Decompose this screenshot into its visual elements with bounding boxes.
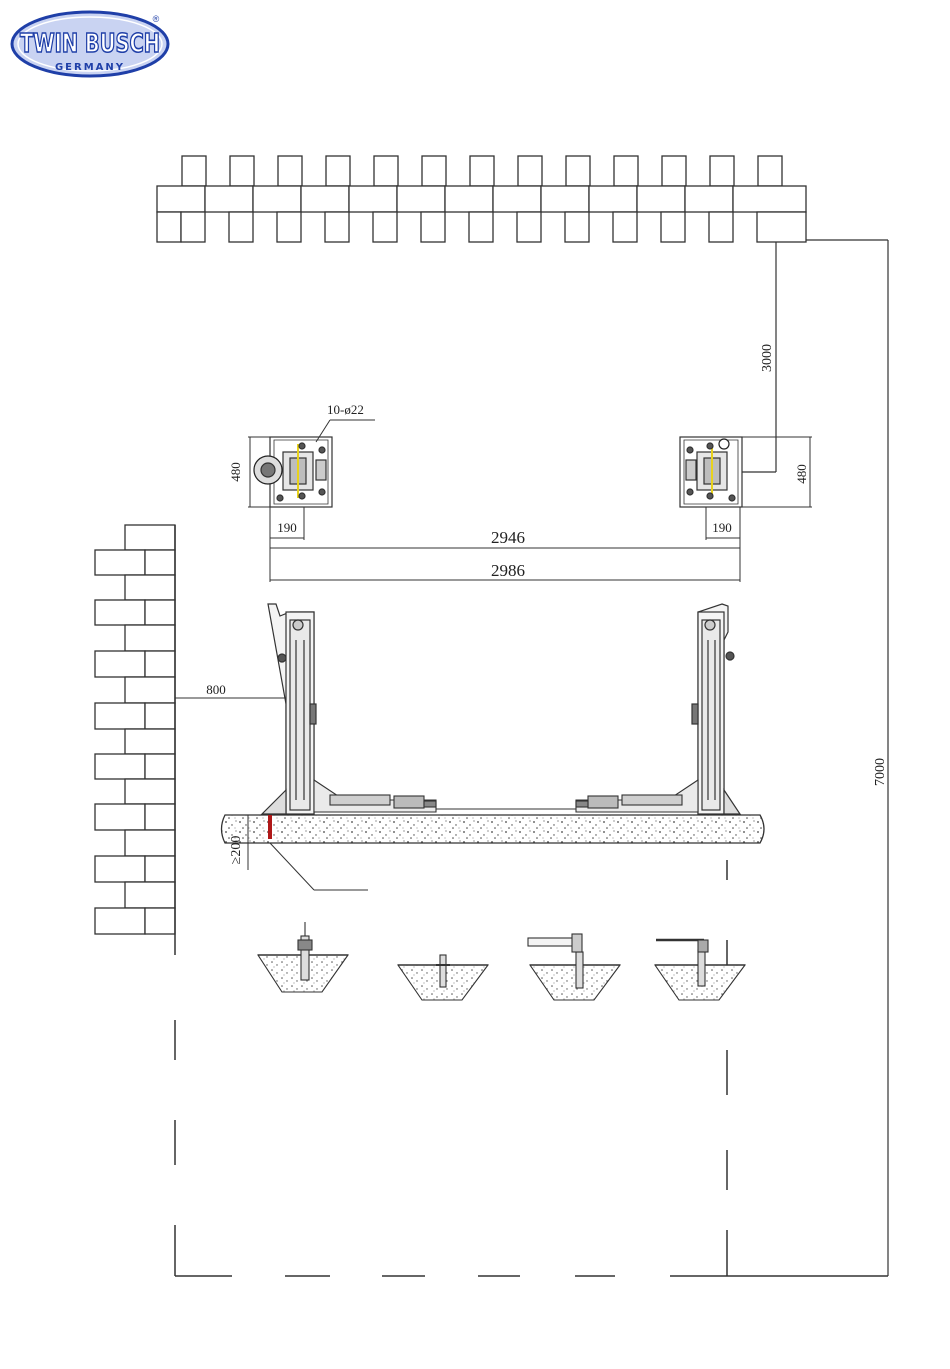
- left-brick-wall: [95, 525, 175, 934]
- left-column: [262, 604, 316, 814]
- logo-registered: ®: [153, 14, 160, 24]
- floor-slab: [222, 815, 765, 843]
- dim-left-base-height-label: 480: [228, 462, 243, 482]
- logo-sub: GERMANY: [55, 62, 125, 73]
- twin-busch-logo: TWIN BUSCH GERMANY ®: [12, 12, 168, 76]
- anchor-step-3: [528, 934, 620, 1000]
- dim-outer-width-label: 2986: [491, 561, 525, 580]
- left-base-plate: [254, 437, 332, 507]
- lift-arms: [314, 780, 698, 812]
- top-brick-wall: [157, 156, 806, 242]
- anchor-step-4: [655, 940, 745, 1000]
- dim-total-length: [806, 240, 888, 1276]
- dim-right-base-width-label: 190: [712, 520, 732, 535]
- bolt-callout: [316, 420, 375, 442]
- right-base-plate: [680, 437, 742, 507]
- dim-right-base-height-label: 480: [794, 464, 809, 484]
- anchor-step-2: [398, 955, 488, 1000]
- bolt-spec-label: 10-ø22: [327, 402, 364, 417]
- dim-left-base-width: [270, 507, 304, 582]
- dim-side-clearance-label: 800: [206, 682, 226, 697]
- dim-inner-width-label: 2946: [491, 528, 525, 547]
- dim-right-base-width: [706, 507, 740, 582]
- dim-total-length-label: 7000: [873, 758, 888, 786]
- right-column: [692, 604, 740, 814]
- anchor-depth-marker: [268, 815, 272, 839]
- dim-left-base-width-label: 190: [277, 520, 297, 535]
- logo-brand: TWIN BUSCH: [20, 29, 160, 59]
- dim-front-clearance-label: 3000: [760, 344, 775, 372]
- dim-floor-depth-label: ≥200: [229, 836, 244, 865]
- anchor-step-1: [258, 922, 348, 992]
